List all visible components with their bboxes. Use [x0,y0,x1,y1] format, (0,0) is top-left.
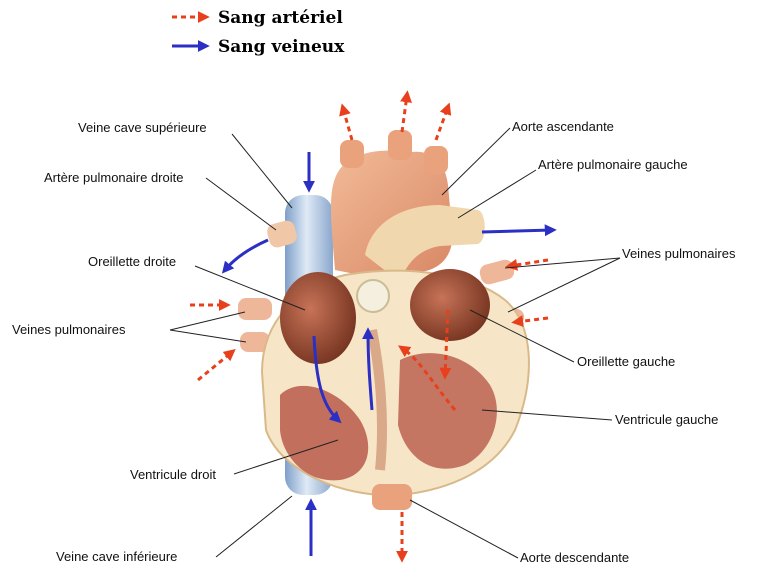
right-pulmonary-vein-shape-1 [478,258,516,286]
heart-illustration [238,130,529,510]
leader-line [232,134,292,208]
label-ventricule-gauche: Ventricule gauche [615,412,718,427]
leader-line [216,496,292,557]
left-atrium-shape [410,269,490,341]
arterial-arrow [343,108,352,140]
aorta-branch-1 [340,140,364,168]
label-oreillette-droite: Oreillette droite [88,254,176,269]
label-veine-cave-superieure: Veine cave supérieure [78,120,207,135]
label-veine-cave-inferieure: Veine cave inférieure [56,549,177,564]
legend: Sang artériel Sang veineux [172,8,345,57]
arterial-arrow [198,352,232,380]
label-aorte-ascendante: Aorte ascendante [512,119,614,134]
label-aorte-descendante: Aorte descendante [520,550,629,565]
label-veines-pulmonaires-right: Veines pulmonaires [622,246,736,261]
label-veines-pulmonaires-left: Veines pulmonaires [12,322,126,337]
label-artere-pulmonaire-gauche: Artère pulmonaire gauche [538,157,688,172]
arterial-arrow [436,107,448,140]
arterial-arrow [402,95,407,132]
leader-line [458,170,536,218]
left-pulmonary-vein-shape-1 [238,298,272,320]
leader-line [410,500,518,558]
leader-line [442,128,510,195]
label-ventricule-droit: Ventricule droit [130,467,216,482]
venous-legend-label: Sang veineux [218,37,345,57]
venous-arrow [225,240,268,270]
arterial-legend-label: Sang artériel [218,8,343,28]
label-oreillette-gauche: Oreillette gauche [577,354,675,369]
valve-shape [357,280,389,312]
label-artere-pulmonaire-droite: Artère pulmonaire droite [44,170,183,185]
aorta-branch-3 [424,146,448,174]
aorta-branch-2 [388,130,412,160]
right-atrium-shape [280,272,356,364]
venous-arrow [482,230,552,232]
leader-line [170,330,246,342]
descending-aorta-shape [372,484,412,510]
leader-line [206,178,276,230]
leader-line [170,312,245,330]
